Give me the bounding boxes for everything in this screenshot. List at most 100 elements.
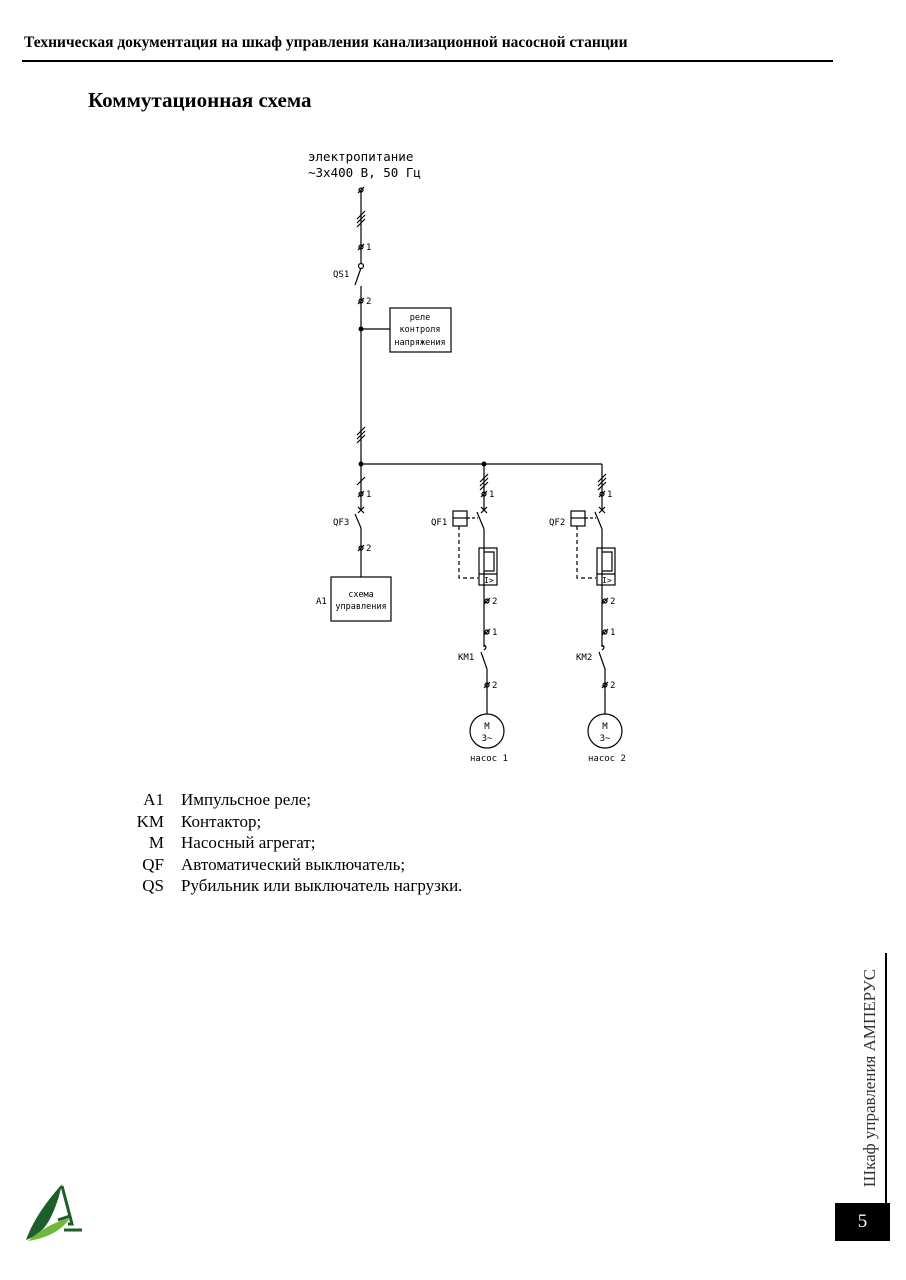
motor-2-phase: 3~ — [600, 734, 611, 744]
terminal-marker — [357, 297, 365, 305]
legend-description: Автоматический выключатель; — [181, 854, 406, 874]
supply-label-line2: ~3x400 В, 50 Гц — [308, 165, 421, 180]
terminal-marker — [357, 544, 365, 552]
terminal-label: 1 — [492, 628, 497, 638]
contactor-arc — [483, 644, 487, 651]
km2-label: KM2 — [576, 653, 592, 663]
company-logo-icon — [26, 1184, 82, 1241]
three-phase-mark — [479, 473, 489, 491]
motor-2-letter: M — [602, 722, 608, 732]
side-caption: Шкаф управления АМПЕРУС — [857, 960, 883, 1195]
a1-box-label-line1: схема — [348, 590, 374, 600]
legend-description: Импульсное реле; — [181, 790, 312, 809]
legend-code: KM — [136, 811, 164, 831]
single-phase-mark — [356, 476, 366, 486]
relay-box-label-line1: реле — [410, 313, 430, 323]
qf1-dashed-link — [458, 526, 478, 579]
terminal-marker — [601, 681, 609, 689]
relay-box-label-line3: напряжения — [394, 338, 445, 348]
legend-item: KM Контактор; — [120, 811, 462, 833]
km1-label: KM1 — [458, 653, 474, 663]
terminal-marker — [483, 597, 491, 605]
qs1-label: QS1 — [333, 270, 349, 280]
three-phase-mark — [597, 473, 607, 491]
legend-description: Контактор; — [181, 811, 262, 831]
km2-blade — [598, 651, 606, 670]
qf3-blade — [354, 513, 362, 529]
qf2-blade — [594, 511, 603, 530]
qf3-label: QF3 — [333, 518, 349, 528]
qf2-overload-element — [596, 547, 616, 586]
contactor-arc — [601, 644, 605, 651]
legend-item: QS Рубильник или выключатель нагрузки. — [120, 875, 462, 897]
junction-dot — [481, 461, 487, 467]
terminal-label: 2 — [492, 597, 497, 607]
logo-leaf-dark — [26, 1184, 62, 1240]
terminal-label: 1 — [489, 490, 494, 500]
terminal-label: 2 — [610, 597, 615, 607]
legend-description: Насосный агрегат; — [181, 833, 316, 852]
overload-symbol: I> — [484, 576, 494, 585]
section-title: Коммутационная схема — [88, 88, 312, 112]
terminal-marker — [480, 490, 488, 498]
legend-list: A1 Импульсное реле; KM Контактор; M Насо… — [120, 789, 463, 897]
terminal-marker — [357, 243, 365, 251]
terminal-label: 2 — [610, 681, 615, 691]
km1-blade — [480, 651, 488, 670]
breaker-trip-mark — [480, 506, 488, 514]
terminal-marker — [601, 628, 609, 636]
logo-letter-stroke — [57, 1185, 74, 1226]
breaker-trip-mark — [357, 506, 365, 514]
motor-1-phase: 3~ — [482, 734, 493, 744]
junction-dot — [358, 461, 364, 467]
three-phase-mark — [356, 210, 366, 228]
pump-1-label: насос 1 — [470, 754, 508, 764]
motor-2-symbol — [587, 713, 623, 749]
legend-item: QF Автоматический выключатель; — [120, 854, 462, 876]
motor-1-symbol — [469, 713, 505, 749]
voltage-relay-box — [389, 307, 452, 353]
terminal-label: 2 — [366, 297, 371, 307]
terminal-label: 1 — [607, 490, 612, 500]
header-divider — [22, 60, 833, 62]
side-divider — [885, 953, 887, 1203]
page-number: 5 — [835, 1203, 890, 1241]
terminal-label: 1 — [366, 243, 371, 253]
qs1-blade — [354, 267, 362, 286]
qf2-label: QF2 — [549, 518, 565, 528]
side-caption-text: Шкаф управления АМПЕРУС — [860, 968, 880, 1187]
switching-diagram: электропитание ~3x400 В, 50 Гц 1 2 QS1 р… — [308, 149, 626, 764]
legend-item: A1 Импульсное реле; — [120, 789, 462, 811]
terminal-marker — [598, 490, 606, 498]
qf1-overload-element — [478, 547, 498, 586]
qf2-dashed-link — [576, 526, 596, 579]
motor-1-letter: M — [484, 722, 490, 732]
legend-code: QF — [142, 854, 164, 874]
terminal-label: 1 — [366, 490, 371, 500]
terminal-marker — [357, 186, 365, 194]
legend-code: M — [148, 833, 164, 852]
legend-code: A1 — [143, 790, 164, 809]
terminal-label: 1 — [610, 628, 615, 638]
relay-box-label-line2: контроля — [400, 325, 441, 335]
supply-label-line1: электропитание — [308, 149, 413, 164]
a1-label: A1 — [316, 597, 327, 607]
breaker-trip-mark — [598, 506, 606, 514]
qf1-blade — [476, 511, 485, 530]
terminal-label: 2 — [366, 544, 371, 554]
three-phase-mark — [356, 426, 366, 444]
qs1-contact — [357, 262, 365, 270]
overload-symbol: I> — [602, 576, 612, 585]
terminal-marker — [483, 628, 491, 636]
terminal-marker — [601, 597, 609, 605]
legend-description: Рубильник или выключатель нагрузки. — [181, 876, 463, 895]
junction-dot — [358, 326, 364, 332]
legend-item: M Насосный агрегат; — [120, 832, 462, 854]
logo-leaf-light — [28, 1218, 70, 1241]
pump-2-label: насос 2 — [588, 754, 626, 764]
a1-box-label-line2: управления — [335, 602, 386, 612]
document-header-title: Техническая документация на шкаф управле… — [24, 34, 628, 51]
legend-code: QS — [142, 876, 164, 895]
terminal-label: 2 — [492, 681, 497, 691]
terminal-marker — [357, 490, 365, 498]
